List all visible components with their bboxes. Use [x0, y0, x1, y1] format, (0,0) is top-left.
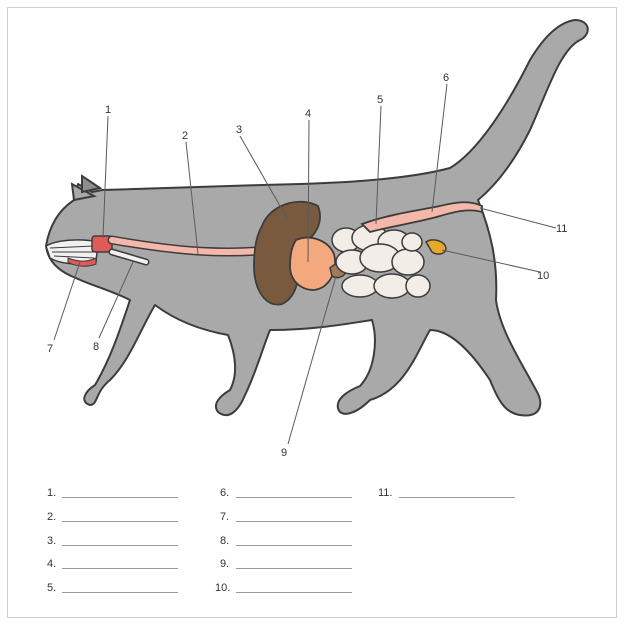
blank-label-2: 2.: [47, 511, 57, 523]
callout-4: 4: [305, 108, 311, 120]
small-intestine: [331, 224, 431, 299]
callout-numbers: 1 2 3 4 5 6 7 8 9 10 11: [47, 72, 567, 459]
callout-3: 3: [236, 124, 242, 136]
blank-label-1: 1.: [47, 487, 57, 499]
answer-field-10[interactable]: [236, 592, 352, 593]
gallbladder: [424, 239, 447, 255]
callout-9: 9: [281, 447, 287, 459]
blank-label-9: 9.: [220, 558, 230, 570]
blank-label-8: 8.: [220, 535, 230, 547]
answer-field-2[interactable]: [62, 521, 178, 522]
answer-field-6[interactable]: [236, 497, 352, 498]
trachea-inner: [110, 250, 148, 264]
blank-label-5: 5.: [47, 582, 57, 594]
answer-field-1[interactable]: [62, 497, 178, 498]
callout-7: 7: [47, 343, 53, 355]
ear-back: [81, 174, 103, 194]
blank-label-11: 11.: [378, 487, 393, 499]
answer-field-11[interactable]: [399, 497, 515, 498]
blank-label-6: 6.: [220, 487, 230, 499]
stomach: [289, 236, 336, 291]
callout-8: 8: [93, 341, 99, 353]
answer-field-8[interactable]: [236, 545, 352, 546]
leader-lines: [53, 83, 557, 445]
blank-label-3: 3.: [47, 535, 57, 547]
callout-11: 11: [556, 223, 567, 235]
callout-2: 2: [182, 130, 188, 142]
blank-label-10: 10.: [215, 582, 231, 594]
teeth: [49, 245, 95, 259]
blank-label-7: 7.: [220, 511, 230, 523]
blank-label-4: 4.: [47, 558, 57, 570]
colon: [360, 201, 483, 234]
answer-field-5[interactable]: [62, 592, 178, 593]
answer-field-4[interactable]: [62, 568, 178, 569]
callout-5: 5: [377, 94, 383, 106]
answer-field-9[interactable]: [236, 568, 352, 569]
callout-1: 1: [105, 104, 111, 116]
callout-10: 10: [537, 270, 549, 282]
answer-field-7[interactable]: [236, 521, 352, 522]
tongue: [67, 257, 97, 267]
callout-6: 6: [443, 72, 449, 84]
answer-field-3[interactable]: [62, 545, 178, 546]
